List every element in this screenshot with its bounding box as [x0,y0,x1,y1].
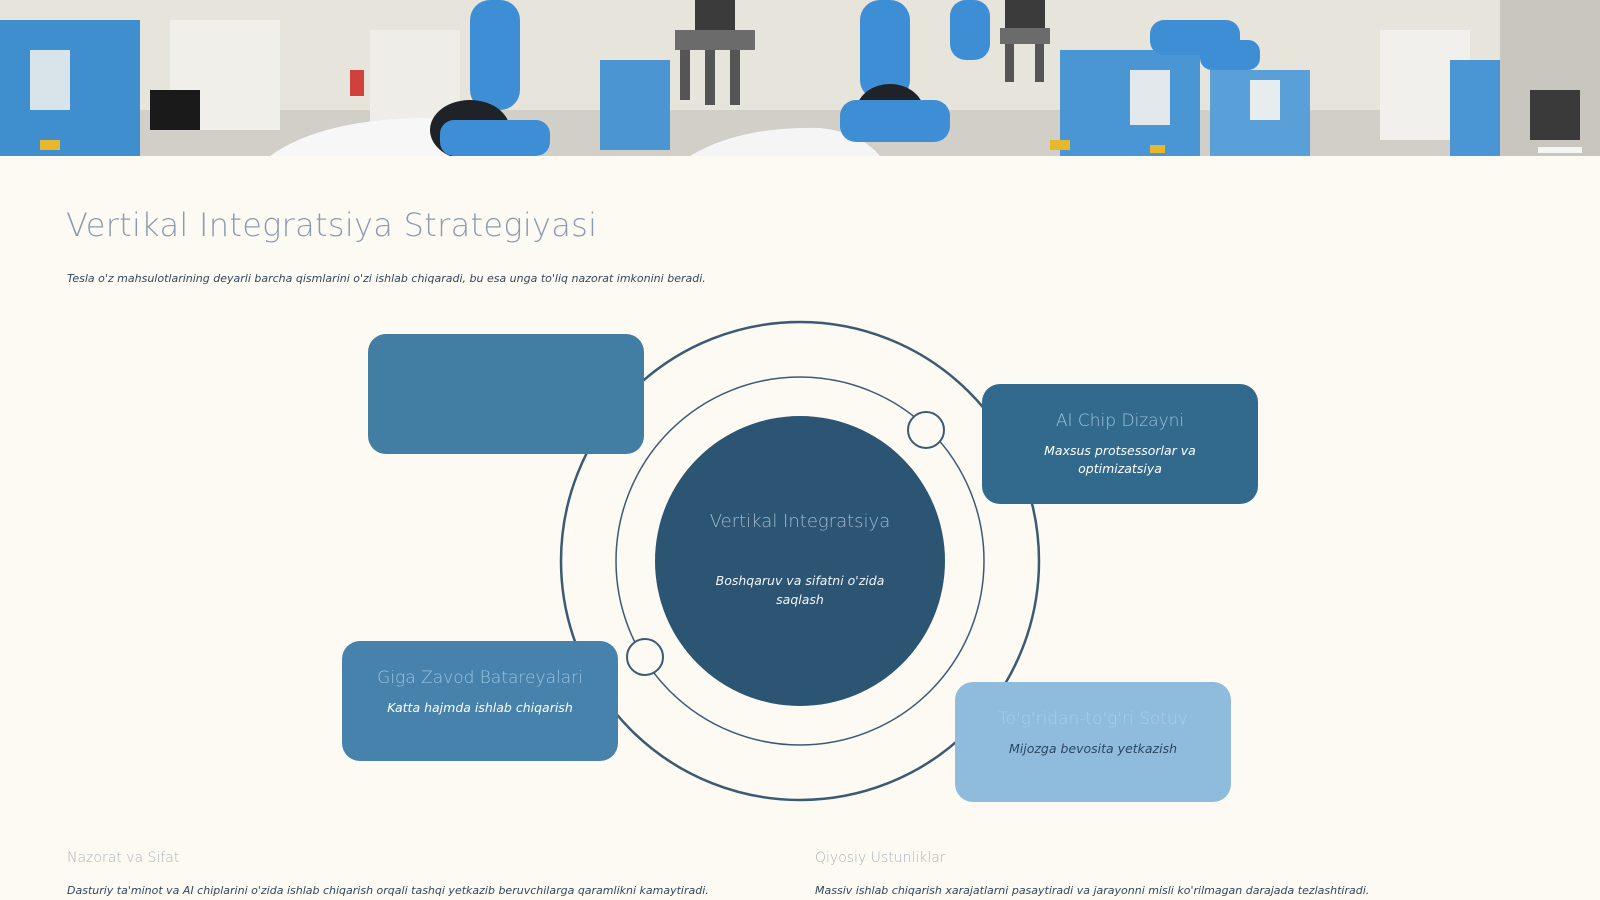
card-title: Giga Zavod Batareyalari [377,668,583,688]
card-description: Mijozga bevosita yetkazish [1008,741,1178,756]
footer-left-title: Nazorat va Sifat [67,850,180,866]
center-disc: Vertikal Integratsiya Boshqaruv va sifat… [655,416,945,706]
card-direct-sales: To'g'ridan-to'g'ri Sotuv Mijozga bevosit… [955,682,1231,802]
card-title: AI Chip Dizayni [1055,411,1185,431]
card-ai-chip-design: AI Chip Dizayni Maxsus protsessorlar va … [982,384,1258,504]
card-description: Katta hajmda ishlab chiqarish [387,700,573,715]
card-title: To'g'ridan-to'g'ri Sotuv [998,709,1188,729]
footer-right-title: Qiyosiy Ustunliklar [815,850,946,866]
orbit-node-bottom-left [626,638,664,676]
page-subtitle: Tesla o'z mahsulotlarining deyarli barch… [67,272,706,285]
footer-right-description: Massiv ishlab chiqarish xarajatlarni pas… [815,884,1370,897]
card-description: Maxsus protsessorlar va optimizatsiya [1044,443,1196,476]
orbit-node-top-right [907,411,945,449]
center-description: Boshqaruv va sifatni o'zida saqlash [715,573,885,607]
footer-left-description: Dasturiy ta'minot va AI chiplarini o'zid… [67,884,709,897]
factory-banner-image [0,0,1600,156]
factory-illustration [0,0,1600,156]
page-title: Vertikal Integratsiya Strategiyasi [66,206,598,244]
card-top-left [368,334,644,454]
card-giga-factory-batteries: Giga Zavod Batareyalari Katta hajmda ish… [342,641,618,761]
center-title: Vertikal Integratsiya [709,511,891,532]
